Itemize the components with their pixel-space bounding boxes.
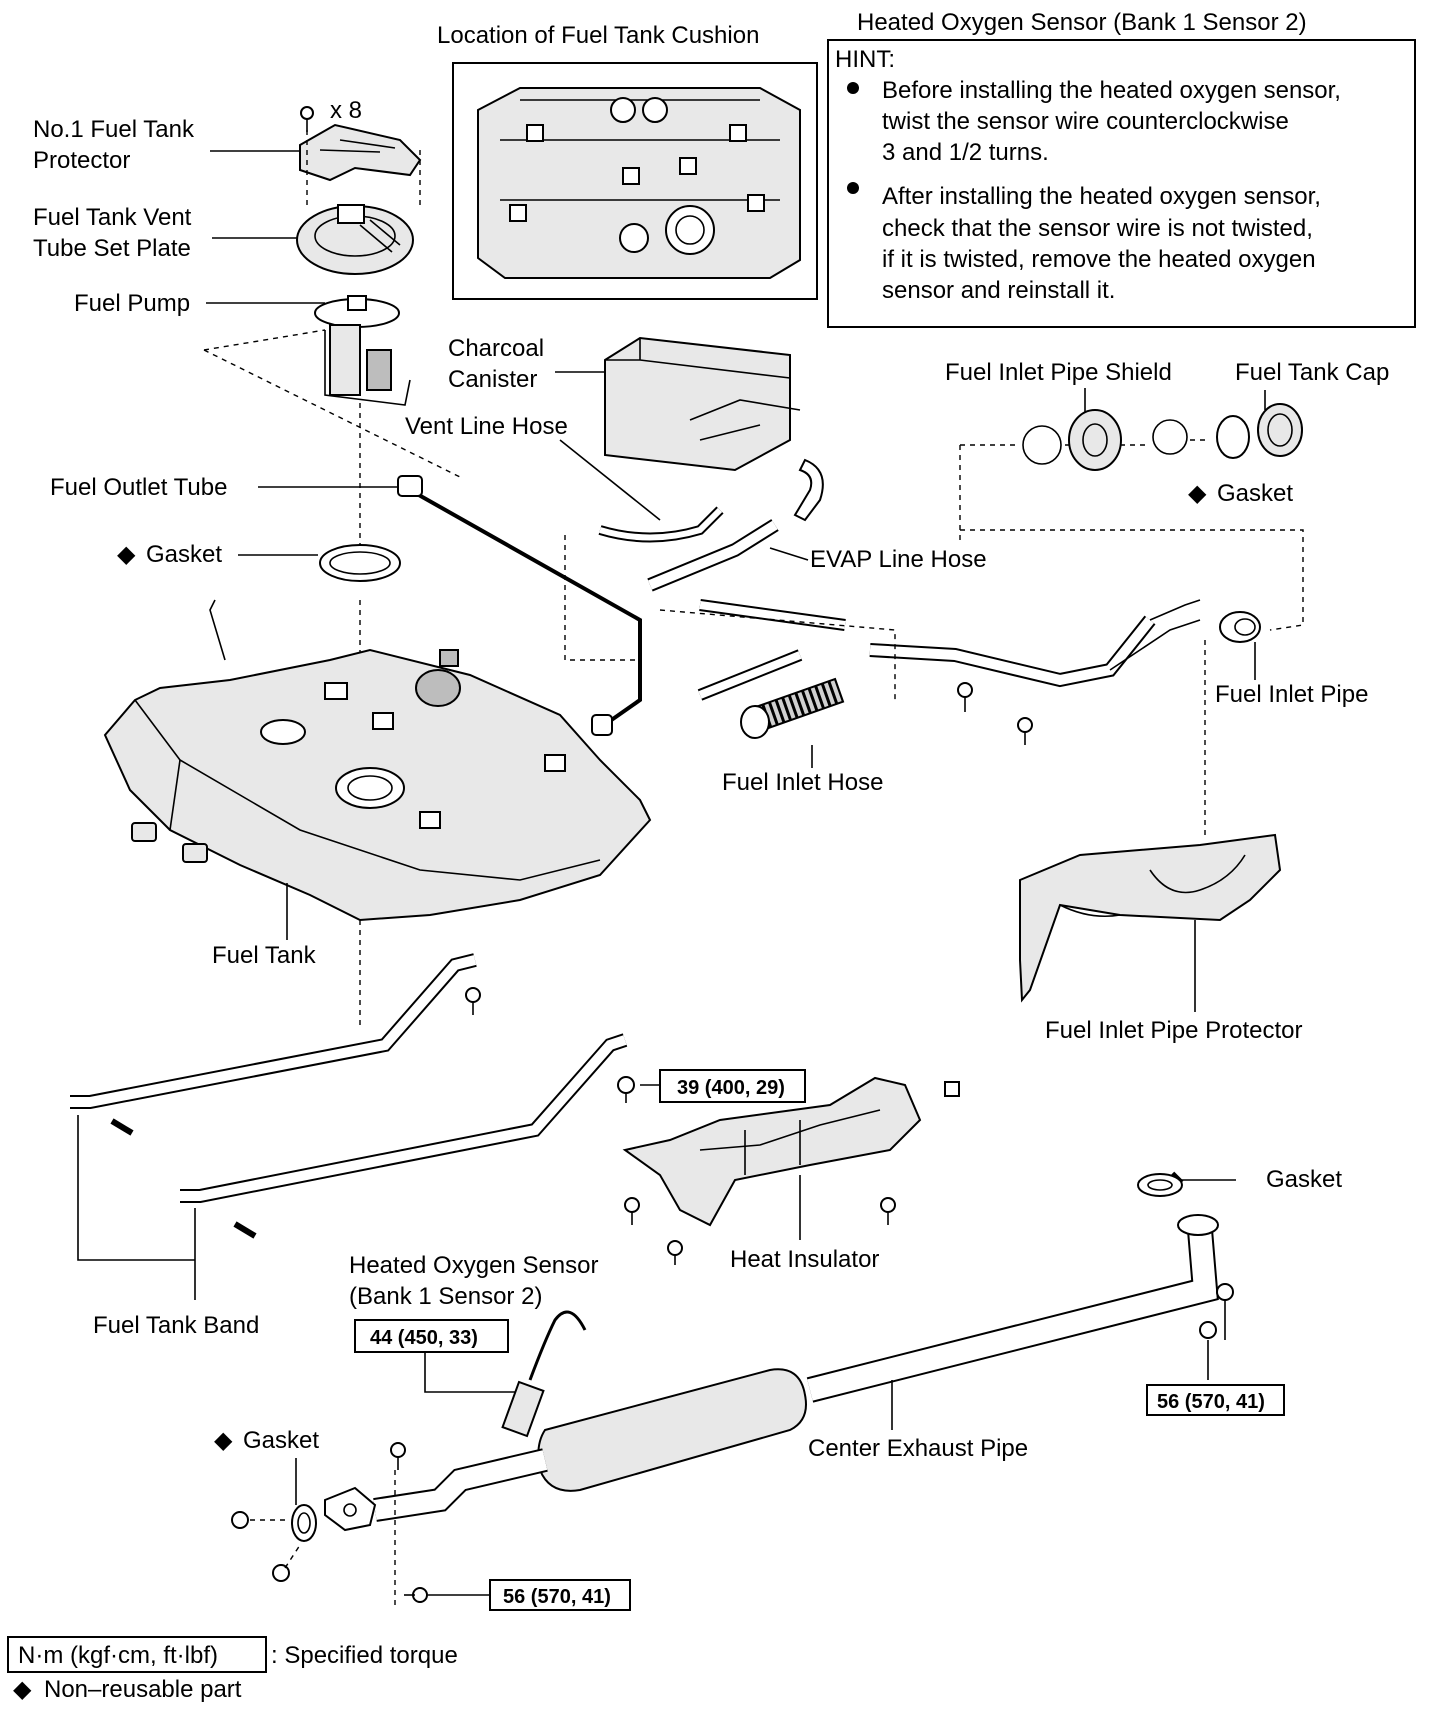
exhaust-front-nut-2 xyxy=(272,1564,290,1582)
no1-protector-label-l1: No.1 Fuel Tank xyxy=(33,116,195,143)
fuel-outlet-tube-label: Fuel Outlet Tube xyxy=(50,474,227,501)
fuel-inlet-pipe xyxy=(869,599,1261,688)
torque-box-exhaust-front xyxy=(489,1579,631,1611)
legend-torque-text: : Specified torque xyxy=(271,1642,458,1669)
charcoal-canister-label-l2: Canister xyxy=(448,366,537,393)
bolt-icon xyxy=(300,106,314,132)
bolt-count-label: x 8 xyxy=(330,97,362,124)
fuel-tank-band-2 xyxy=(180,1033,628,1203)
charcoal-canister xyxy=(604,336,824,522)
heat-insulator xyxy=(622,1076,922,1227)
tank-clip-2 xyxy=(182,843,208,863)
vent-line-hose-label: Vent Line Hose xyxy=(405,413,568,440)
hint-title: HINT: xyxy=(835,46,895,73)
band-bolt-1 xyxy=(465,987,481,1015)
fuel-tank-label: Fuel Tank xyxy=(212,942,317,969)
o2-sensor-hint-header: Heated Oxygen Sensor (Bank 1 Sensor 2) xyxy=(857,9,1307,36)
no1-protector-label-l2: Protector xyxy=(33,147,130,174)
cushion-inset-tank xyxy=(477,87,801,279)
fuel-tank-cap-label: Fuel Tank Cap xyxy=(1235,359,1389,386)
exhaust-front-gasket xyxy=(291,1504,317,1542)
torque-exhaust-rear: 56 (570, 41) xyxy=(1157,1391,1265,1413)
hint1-line1: Before installing the heated oxygen sens… xyxy=(882,77,1341,104)
band-pin-1 xyxy=(110,1118,134,1136)
exhaust-front-bolt-2 xyxy=(404,1587,428,1603)
insulator-bolt-4 xyxy=(880,1197,896,1225)
legend-torque-box xyxy=(7,1636,267,1673)
band-pin-2 xyxy=(233,1221,257,1239)
hint2-line2: check that the sensor wire is not twiste… xyxy=(882,215,1313,242)
fuel-inlet-pipe-protector xyxy=(1019,833,1282,1003)
hint1-line3: 3 and 1/2 turns. xyxy=(882,139,1049,166)
torque-box-insulator xyxy=(659,1069,806,1103)
gasket-label-3: Gasket xyxy=(1266,1166,1342,1193)
tank-clip-1 xyxy=(131,822,157,842)
vent-plate-label-l2: Tube Set Plate xyxy=(33,235,191,262)
insulator-nut xyxy=(944,1081,960,1097)
gasket-diamond-1: ◆ xyxy=(117,541,136,568)
exhaust-front-bolt-1 xyxy=(390,1442,406,1470)
hint2-line1: After installing the heated oxygen senso… xyxy=(882,183,1321,210)
legend-diamond: ◆ xyxy=(13,1676,32,1703)
torque-box-exhaust-rear xyxy=(1146,1384,1285,1416)
inlet-pipe-protector-label: Fuel Inlet Pipe Protector xyxy=(1045,1017,1302,1044)
gasket-diamond-2: ◆ xyxy=(1188,480,1207,507)
heated-oxygen-sensor xyxy=(501,1310,587,1438)
fuel-tank-band-1 xyxy=(70,953,477,1109)
fuel-inlet-hose-label: Fuel Inlet Hose xyxy=(722,769,883,796)
inlet-bolt-2 xyxy=(1017,717,1033,745)
vent-plate-label-l1: Fuel Tank Vent xyxy=(33,204,192,231)
legend-nonreusable: Non–reusable part xyxy=(44,1676,242,1703)
fuel-pump-label: Fuel Pump xyxy=(74,290,190,317)
exhaust-nut-2 xyxy=(1199,1321,1217,1339)
insulator-bolt-2 xyxy=(624,1197,640,1225)
hint-box xyxy=(827,39,1416,328)
fuel-pump xyxy=(314,295,411,406)
fuel-tank xyxy=(103,599,652,922)
exhaust-gasket xyxy=(1137,1173,1183,1197)
fuel-outlet-tube xyxy=(397,475,642,736)
torque-insulator: 39 (400, 29) xyxy=(677,1077,785,1099)
center-exhaust-pipe-label: Center Exhaust Pipe xyxy=(808,1435,1028,1462)
hint-bullet-2 xyxy=(847,182,859,194)
inlet-pipe-shield-label: Fuel Inlet Pipe Shield xyxy=(945,359,1172,386)
center-exhaust-pipe xyxy=(324,1214,1219,1532)
exhaust-nut-1 xyxy=(1216,1283,1234,1301)
o2-sensor-label-l1: Heated Oxygen Sensor xyxy=(349,1252,598,1279)
insulator-bolt xyxy=(617,1076,635,1103)
legend-torque-units: N·m (kgf·cm, ft·lbf) xyxy=(18,1642,218,1669)
hint2-line4: sensor and reinstall it. xyxy=(882,277,1115,304)
evap-line-hose-label: EVAP Line Hose xyxy=(810,546,987,573)
gasket-label-4: Gasket xyxy=(243,1427,319,1454)
no1-fuel-tank-protector xyxy=(299,123,422,182)
hint-bullet-1 xyxy=(847,82,859,94)
evap-line-hose-part xyxy=(647,519,779,592)
fuel-tank-vent-tube-set-plate xyxy=(296,204,414,275)
torque-box-o2 xyxy=(354,1319,509,1353)
fuel-inlet-pipe-label: Fuel Inlet Pipe xyxy=(1215,681,1368,708)
charcoal-canister-label-l1: Charcoal xyxy=(448,335,544,362)
hint2-line3: if it is twisted, remove the heated oxyg… xyxy=(882,246,1316,273)
fuel-tank-band-label: Fuel Tank Band xyxy=(93,1312,259,1339)
inlet-pipe-shield xyxy=(1022,409,1188,471)
vent-line-hose xyxy=(598,506,724,543)
o2-sensor-label-l2: (Bank 1 Sensor 2) xyxy=(349,1283,542,1310)
location-cushion-title: Location of Fuel Tank Cushion xyxy=(437,22,759,49)
fuel-pump-gasket xyxy=(319,544,401,582)
inlet-bolt-1 xyxy=(957,682,973,712)
hint1-line2: twist the sensor wire counterclockwise xyxy=(882,108,1289,135)
fuel-tank-cap xyxy=(1216,403,1303,459)
insulator-bolt-3 xyxy=(667,1240,683,1265)
heat-insulator-label: Heat Insulator xyxy=(730,1246,879,1273)
torque-exhaust-front: 56 (570, 41) xyxy=(503,1586,611,1608)
exhaust-front-nut-1 xyxy=(231,1511,249,1529)
gasket-label-1: Gasket xyxy=(146,541,222,568)
torque-o2-sensor: 44 (450, 33) xyxy=(370,1327,478,1349)
fuel-inlet-hose xyxy=(697,599,846,739)
gasket-label-2: Gasket xyxy=(1217,480,1293,507)
gasket-diamond-4: ◆ xyxy=(214,1427,233,1454)
